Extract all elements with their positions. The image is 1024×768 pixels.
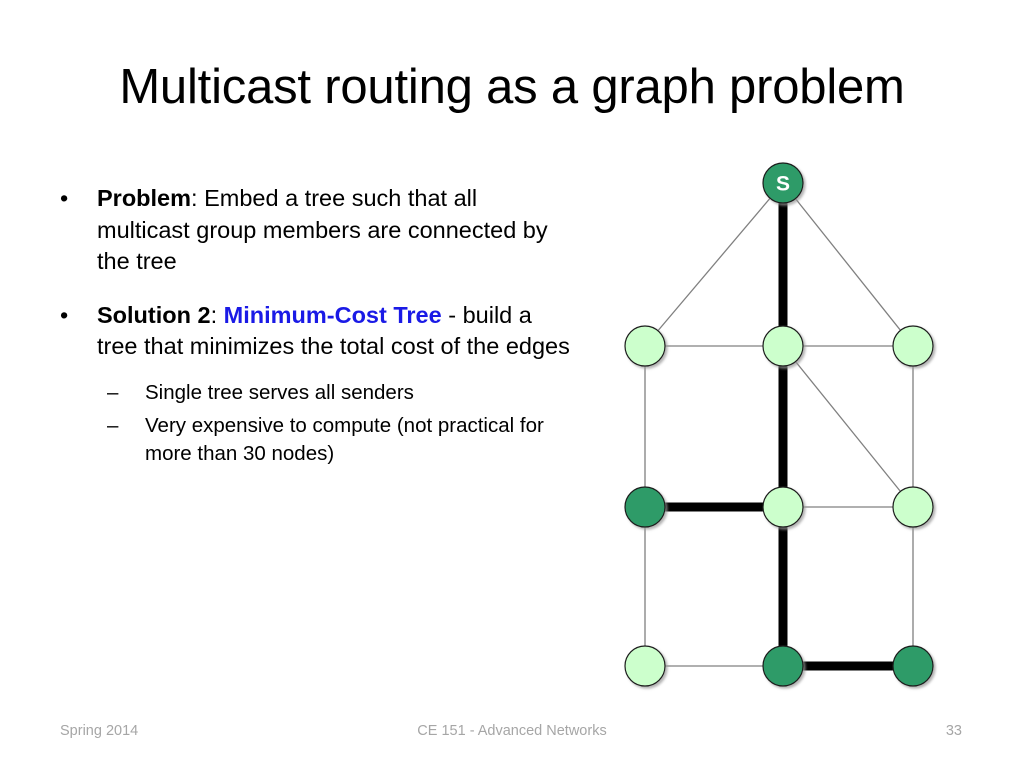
- footer-page-number: 33: [945, 723, 962, 739]
- page-title: Multicast routing as a graph problem: [119, 60, 905, 114]
- graph-edge-s-l2: [644, 182, 784, 347]
- graph-node-l2[interactable]: [624, 325, 666, 367]
- node-label: S: [776, 173, 790, 196]
- bullet-text: Problem: Embed a tree such that all mult…: [97, 185, 548, 274]
- sub-bullet-expensive: – Very expensive to compute (not practic…: [52, 412, 572, 467]
- node-circle: [624, 486, 666, 528]
- node-circle: [892, 486, 934, 528]
- bullet-solution-label: Solution 2: [97, 301, 211, 328]
- multicast-graph-diagram: S: [596, 140, 996, 710]
- bullet-marker: •: [60, 301, 69, 328]
- graph-node-l4[interactable]: [624, 645, 666, 687]
- sub-bullet-list: – Single tree serves all senders – Very …: [52, 379, 572, 468]
- sub-bullet-marker: –: [107, 380, 119, 404]
- graph-node-m2[interactable]: [762, 325, 804, 367]
- graph-node-r2[interactable]: [892, 325, 934, 367]
- node-circle: [762, 162, 804, 204]
- graph-node-m4[interactable]: [762, 645, 804, 687]
- graph-nodes: S: [624, 162, 934, 687]
- sub-bullet-marker: –: [107, 414, 119, 437]
- bullet-problem: • Problem: Embed a tree such that all mu…: [52, 183, 572, 278]
- node-circle: [762, 486, 804, 528]
- sub-bullet-single-tree: – Single tree serves all senders: [52, 379, 572, 407]
- graph-node-r3[interactable]: [892, 486, 934, 528]
- graph-node-m3[interactable]: [762, 486, 804, 528]
- node-circle: [762, 645, 804, 687]
- node-circle: [892, 325, 934, 367]
- graph-tree-edges: [645, 183, 913, 671]
- graph-edge-m2-r3: [782, 345, 914, 508]
- bullet-problem-body: : Embed a tree such that all multicast g…: [97, 185, 548, 274]
- graph-svg: S: [624, 162, 934, 687]
- bullet-solution-highlight: Minimum-Cost Tree: [223, 301, 442, 328]
- bullet-marker: •: [60, 185, 69, 211]
- footer-term: Spring 2014: [60, 723, 139, 739]
- body-content: • Problem: Embed a tree such that all mu…: [52, 183, 572, 473]
- graph-edge-s-r2: [782, 182, 914, 347]
- sub-bullet-text: Very expensive to compute (not practical…: [145, 414, 544, 465]
- bullet-text: Solution 2: Minimum-Cost Tree - build a …: [97, 302, 570, 360]
- node-circle: [892, 645, 934, 687]
- graph-node-l3[interactable]: [624, 486, 666, 528]
- node-circle: [624, 645, 666, 687]
- bullet-solution-colon: :: [210, 301, 224, 328]
- bullet-solution-body: - build a tree that minimizes the total …: [97, 301, 570, 360]
- node-circle: [624, 325, 666, 367]
- graph-node-s[interactable]: S: [762, 162, 804, 204]
- slide-footer: Spring 2014 CE 151 - Advanced Networks 3…: [0, 718, 1024, 748]
- footer-course: CE 151 - Advanced Networks: [417, 723, 607, 739]
- bullet-problem-label: Problem: [97, 185, 192, 211]
- graph-thin-edges: [644, 182, 914, 667]
- node-circle: [762, 325, 804, 367]
- bullet-solution: • Solution 2: Minimum-Cost Tree - build …: [52, 300, 572, 363]
- sub-bullet-text: Single tree serves all senders: [145, 380, 414, 404]
- graph-node-r4[interactable]: [892, 645, 934, 687]
